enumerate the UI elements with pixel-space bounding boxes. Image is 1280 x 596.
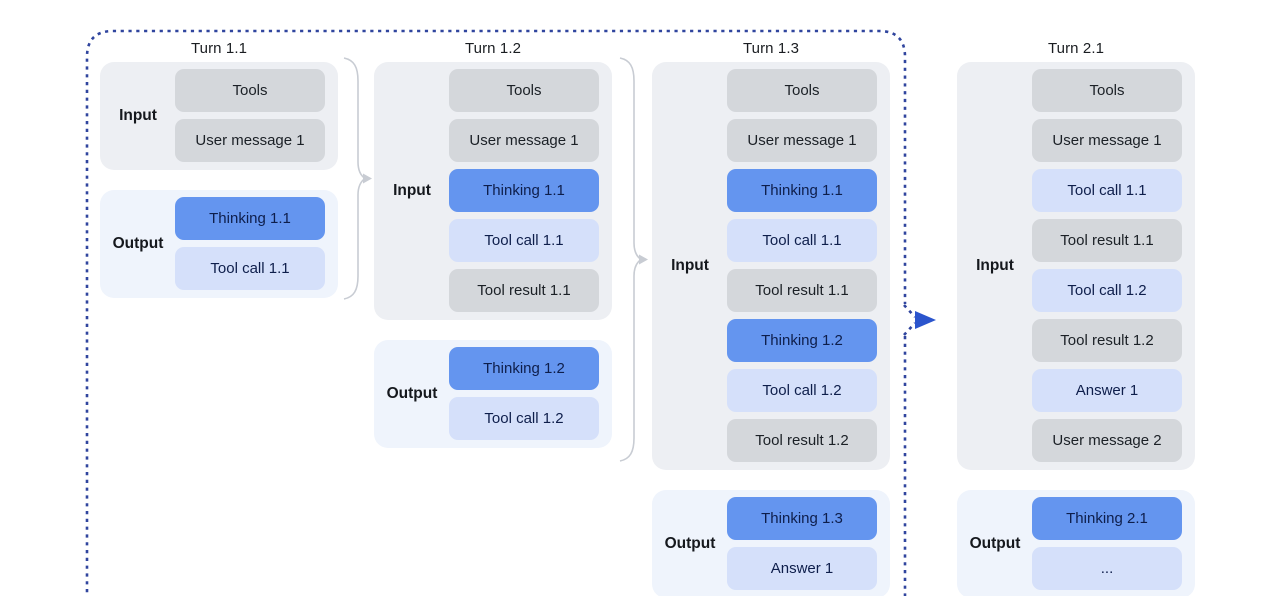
output-panel: Output Thinking 1.1 Tool call 1.1 bbox=[100, 190, 338, 298]
input-panel: Input Tools User message 1 Thinking 1.1 … bbox=[374, 62, 612, 320]
output-box-stack: Thinking 1.2 Tool call 1.2 bbox=[449, 347, 599, 440]
message-block: Tools bbox=[1032, 69, 1182, 112]
message-block: Answer 1 bbox=[727, 547, 877, 590]
output-box-stack: Thinking 1.3 Answer 1 bbox=[727, 497, 877, 590]
input-box-stack: Tools User message 1 Thinking 1.1 Tool c… bbox=[449, 69, 599, 312]
message-block: Tool result 1.1 bbox=[727, 269, 877, 312]
message-block: Thinking 1.1 bbox=[449, 169, 599, 212]
message-block: Tool call 1.2 bbox=[727, 369, 877, 412]
input-panel: Input Tools User message 1 Thinking 1.1 … bbox=[652, 62, 890, 470]
input-box-stack: Tools User message 1 Tool call 1.1 Tool … bbox=[1032, 69, 1182, 462]
message-block: User message 1 bbox=[727, 119, 877, 162]
turn-title: Turn 1.3 bbox=[742, 40, 800, 57]
turn-column-3: Turn 1.3 Input Tools User message 1 Thin… bbox=[652, 0, 890, 596]
input-box-stack: Tools User message 1 Thinking 1.1 Tool c… bbox=[727, 69, 877, 462]
input-label: Input bbox=[671, 257, 709, 274]
turn-carryover-bracket-icon bbox=[343, 57, 372, 300]
message-block: Thinking 1.2 bbox=[727, 319, 877, 362]
message-block: Tools bbox=[175, 69, 325, 112]
message-block: Thinking 1.1 bbox=[727, 169, 877, 212]
turn-column-1: Turn 1.1 Input Tools User message 1 Outp… bbox=[100, 0, 338, 596]
output-box-stack: Thinking 1.1 Tool call 1.1 bbox=[175, 197, 325, 290]
message-block: Tool result 1.1 bbox=[449, 269, 599, 312]
message-block: User message 1 bbox=[175, 119, 325, 162]
message-block: Tool call 1.1 bbox=[1032, 169, 1182, 212]
message-block: Tool result 1.1 bbox=[1032, 219, 1182, 262]
message-block: Thinking 1.2 bbox=[449, 347, 599, 390]
turn-title: Turn 1.2 bbox=[464, 40, 522, 57]
turn-title: Turn 2.1 bbox=[1047, 40, 1105, 57]
input-box-stack: Tools User message 1 bbox=[175, 69, 325, 162]
message-block: Tool result 1.2 bbox=[727, 419, 877, 462]
message-block: Tool call 1.2 bbox=[1032, 269, 1182, 312]
input-label: Input bbox=[393, 182, 431, 199]
output-panel: Output Thinking 2.1 ... bbox=[957, 490, 1195, 596]
message-block: Tool call 1.1 bbox=[175, 247, 325, 290]
message-block: Tool call 1.1 bbox=[449, 219, 599, 262]
message-block: Tool result 1.2 bbox=[1032, 319, 1182, 362]
next-turn-arrow-icon bbox=[903, 304, 936, 336]
message-block: Thinking 2.1 bbox=[1032, 497, 1182, 540]
message-block: User message 1 bbox=[1032, 119, 1182, 162]
message-block: Tool call 1.1 bbox=[727, 219, 877, 262]
input-panel: Input Tools User message 1 bbox=[100, 62, 338, 170]
output-label: Output bbox=[112, 235, 164, 252]
turn-carryover-bracket-icon bbox=[619, 57, 648, 462]
output-panel: Output Thinking 1.3 Answer 1 bbox=[652, 490, 890, 596]
message-block: ... bbox=[1032, 547, 1182, 590]
message-block: Thinking 1.3 bbox=[727, 497, 877, 540]
turn-title: Turn 1.1 bbox=[190, 40, 248, 57]
turn-column-4: Turn 2.1 Input Tools User message 1 Tool… bbox=[957, 0, 1195, 596]
input-label: Input bbox=[976, 257, 1014, 274]
output-label: Output bbox=[386, 385, 438, 402]
message-block: User message 2 bbox=[1032, 419, 1182, 462]
input-panel: Input Tools User message 1 Tool call 1.1… bbox=[957, 62, 1195, 470]
message-block: Tools bbox=[727, 69, 877, 112]
message-block: Tools bbox=[449, 69, 599, 112]
turn-column-2: Turn 1.2 Input Tools User message 1 Thin… bbox=[374, 0, 612, 596]
output-panel: Output Thinking 1.2 Tool call 1.2 bbox=[374, 340, 612, 448]
message-block: User message 1 bbox=[449, 119, 599, 162]
input-label: Input bbox=[119, 107, 157, 124]
message-block: Thinking 1.1 bbox=[175, 197, 325, 240]
output-label: Output bbox=[664, 535, 716, 552]
output-label: Output bbox=[969, 535, 1021, 552]
message-block: Answer 1 bbox=[1032, 369, 1182, 412]
output-box-stack: Thinking 2.1 ... bbox=[1032, 497, 1182, 590]
message-block: Tool call 1.2 bbox=[449, 397, 599, 440]
